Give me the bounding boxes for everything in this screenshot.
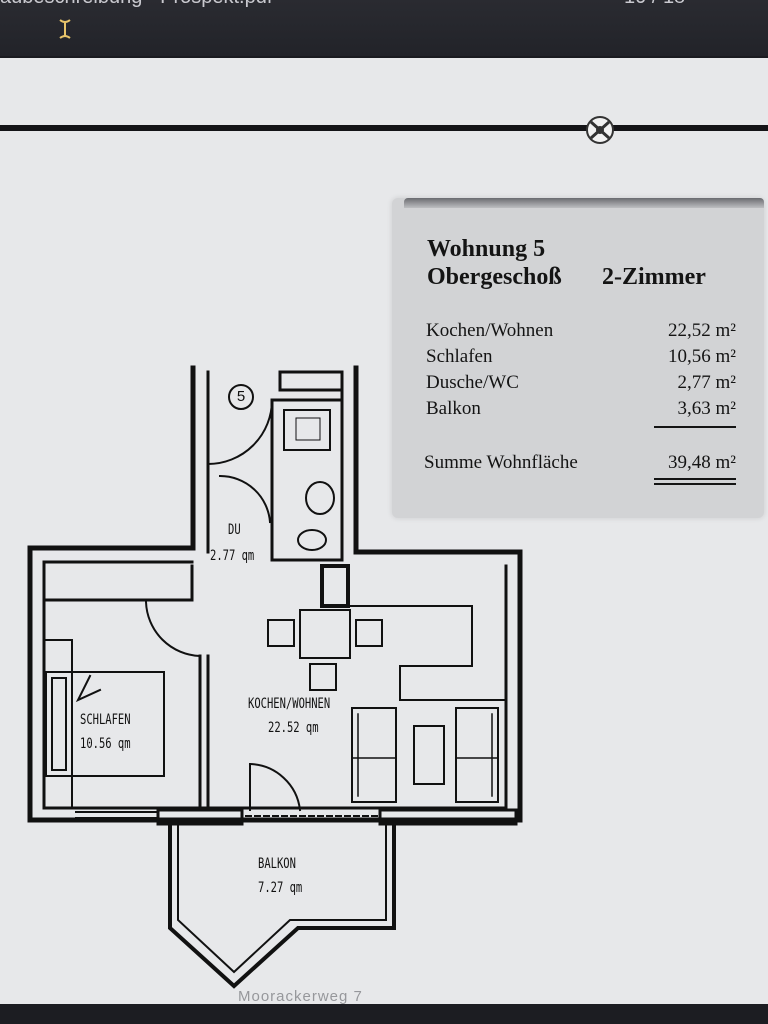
page-total: 18 bbox=[663, 0, 685, 8]
document-title: aubeschreibung - Prospekt.pdf bbox=[0, 0, 272, 9]
page-counter: 10 / 18 bbox=[624, 0, 685, 9]
area-label-schlafen: Schlafen bbox=[426, 346, 493, 367]
plan-door-swing-balcony bbox=[248, 762, 302, 812]
viewer-bottom-bar bbox=[0, 1004, 768, 1024]
plan-coffee-table bbox=[413, 725, 445, 785]
plan-door-swing-bedroom bbox=[144, 600, 202, 658]
plan-washbasin bbox=[305, 481, 335, 515]
unit-marker-5: 5 bbox=[228, 384, 254, 410]
viewer-titlebar: aubeschreibung - Prospekt.pdf 10 / 18 bbox=[0, 0, 768, 56]
plan-shaft bbox=[320, 564, 350, 608]
room-label-schlafen: SCHLAFEN bbox=[80, 712, 131, 728]
area-label-kochen: Kochen/Wohnen bbox=[426, 320, 554, 341]
area-value-balkon: 3,63 m² bbox=[677, 398, 736, 419]
sum-label: Summe Wohnfläche bbox=[424, 452, 578, 473]
room-label-kochen-wohnen: KOCHEN/WOHNEN bbox=[248, 696, 331, 712]
area-value-schlafen: 10,56 m² bbox=[668, 346, 736, 367]
plan-bed bbox=[45, 671, 165, 777]
sum-underline bbox=[654, 426, 736, 428]
unit-title: Wohnung 5 bbox=[427, 236, 546, 262]
footer-text: Moorackerweg 7 bbox=[238, 988, 363, 1005]
page-separator: / bbox=[652, 0, 658, 8]
page-rule bbox=[0, 125, 768, 131]
area-info-box: Wohnung 5 Obergeschoß 2-Zimmer Kochen/Wo… bbox=[392, 198, 764, 518]
plan-toilet bbox=[297, 529, 327, 551]
sum-double-underline-1 bbox=[654, 478, 736, 480]
room-area-kochen-wohnen: 22.52 qm bbox=[268, 720, 319, 736]
room-label-du: DU bbox=[228, 522, 241, 538]
area-value-dusche: 2,77 m² bbox=[677, 372, 736, 393]
info-box-shadow-edge bbox=[404, 198, 764, 208]
sum-value: 39,48 m² bbox=[668, 452, 736, 473]
plan-kitchen-counter bbox=[349, 605, 507, 701]
plan-dining-table bbox=[299, 609, 351, 659]
page-current: 10 bbox=[624, 0, 646, 8]
plan-bathroom bbox=[270, 398, 344, 562]
plan-outer-wall bbox=[27, 365, 523, 823]
plan-sofa-right bbox=[455, 707, 499, 803]
floor-title: Obergeschoß bbox=[427, 264, 562, 290]
plan-balcony bbox=[168, 824, 396, 989]
room-area-balkon: 7.27 qm bbox=[258, 880, 303, 896]
text-cursor-icon bbox=[59, 19, 71, 39]
plan-shower-tray bbox=[283, 409, 331, 451]
area-label-dusche: Dusche/WC bbox=[426, 372, 519, 393]
ornament-icon bbox=[586, 116, 614, 144]
room-area-schlafen: 10.56 qm bbox=[80, 736, 131, 752]
plan-sofa-left bbox=[351, 707, 397, 803]
area-value-kochen: 22,52 m² bbox=[668, 320, 736, 341]
rooms-title: 2-Zimmer bbox=[602, 264, 706, 290]
room-label-balkon: BALKON bbox=[258, 856, 296, 872]
area-label-balkon: Balkon bbox=[426, 398, 481, 419]
room-area-du: 2.77 qm bbox=[210, 548, 255, 564]
sum-double-underline-2 bbox=[654, 483, 736, 485]
